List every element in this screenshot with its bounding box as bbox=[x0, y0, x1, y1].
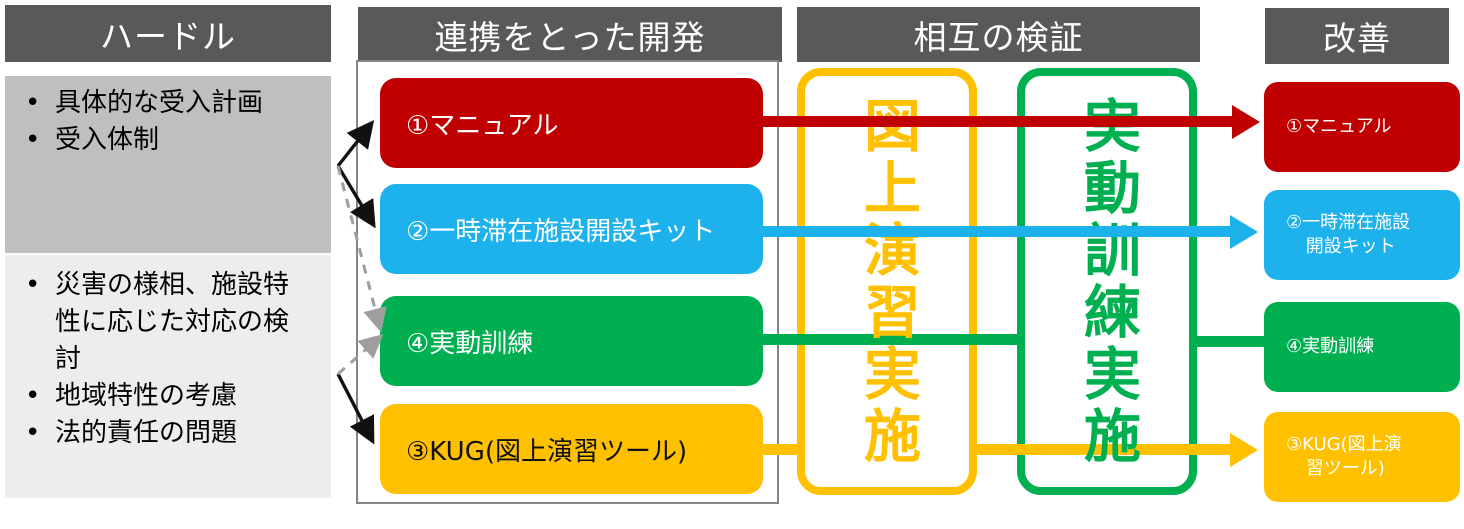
header-coordinated-development: 連携をとった開発 bbox=[358, 7, 782, 62]
improve-box-label: ①マニュアル bbox=[1286, 115, 1392, 137]
dev-box-facility-kit: ②一時滞在施設開設キット bbox=[380, 184, 763, 274]
arrow-field-training-segment bbox=[760, 334, 1021, 345]
header-hurdle: ハードル bbox=[5, 5, 331, 62]
hurdle-item-text: 災害の様相、施設特 性に応じた対応の検 討 bbox=[55, 270, 290, 374]
arrow-kug-segment bbox=[760, 444, 802, 455]
hurdle-item-text: 具体的な受入計画 bbox=[55, 88, 264, 118]
arrow-field-training-segment bbox=[1193, 336, 1266, 347]
dev-box-label: ④実動訓練 bbox=[406, 328, 534, 359]
improve-box-label: ②一時滞在施設 開設キット bbox=[1286, 211, 1411, 257]
dev-box-kug: ③KUG(図上演習ツール) bbox=[380, 404, 763, 494]
dev-box-label: ③KUG(図上演習ツール) bbox=[406, 436, 688, 467]
header-mutual-verification: 相互の検証 bbox=[797, 7, 1200, 62]
arrowhead-kug bbox=[1230, 433, 1258, 467]
dev-box-manual: ①マニュアル bbox=[380, 78, 763, 168]
improve-box-label: ③KUG(図上演 習ツール) bbox=[1286, 433, 1402, 479]
hurdle-item-text: 法的責任の問題 bbox=[55, 418, 238, 448]
improve-box-manual: ①マニュアル bbox=[1264, 82, 1460, 172]
list-item: • 災害の様相、施設特 性に応じた対応の検 討 bbox=[5, 267, 331, 378]
hurdle-item-text: 受入体制 bbox=[55, 125, 160, 155]
hurdle-box-2: • 災害の様相、施設特 性に応じた対応の検 討 • 地域特性の考慮 • 法的責任… bbox=[5, 255, 331, 498]
list-item: • 具体的な受入計画 bbox=[5, 85, 331, 122]
improve-box-label: ④実動訓練 bbox=[1286, 335, 1375, 357]
improve-box-facility-kit: ②一時滞在施設 開設キット bbox=[1264, 190, 1460, 280]
vertical-label-map-exercise: 図上演習実施 bbox=[854, 96, 921, 468]
list-item: • 受入体制 bbox=[5, 122, 331, 159]
frame-map-exercise bbox=[797, 68, 977, 495]
arrow-kug-segment bbox=[974, 444, 1232, 455]
arrowhead-facility-kit bbox=[1230, 215, 1258, 249]
dev-box-field-training: ④実動訓練 bbox=[380, 296, 763, 386]
vertical-label-field-training: 実動訓練実施 bbox=[1074, 96, 1141, 468]
header-improvement: 改善 bbox=[1265, 8, 1449, 64]
bullet-icon: • bbox=[25, 381, 41, 411]
bullet-icon: • bbox=[25, 125, 41, 155]
list-item: • 法的責任の問題 bbox=[5, 415, 331, 452]
hurdle-item-text: 地域特性の考慮 bbox=[55, 381, 238, 411]
improve-box-field-training: ④実動訓練 bbox=[1264, 302, 1460, 392]
bullet-icon: • bbox=[25, 418, 41, 448]
arrow-facility-kit bbox=[760, 226, 1232, 237]
arrow-manual bbox=[760, 116, 1234, 127]
bullet-icon: • bbox=[25, 270, 41, 300]
frame-field-training bbox=[1017, 68, 1197, 495]
bullet-icon: • bbox=[25, 88, 41, 118]
hurdle-box-1: • 具体的な受入計画 • 受入体制 bbox=[5, 76, 331, 253]
dev-box-label: ②一時滞在施設開設キット bbox=[406, 216, 716, 247]
list-item: • 地域特性の考慮 bbox=[5, 378, 331, 415]
improve-box-kug: ③KUG(図上演 習ツール) bbox=[1264, 412, 1460, 502]
arrowhead-manual bbox=[1232, 105, 1260, 139]
dev-box-label: ①マニュアル bbox=[406, 110, 559, 141]
